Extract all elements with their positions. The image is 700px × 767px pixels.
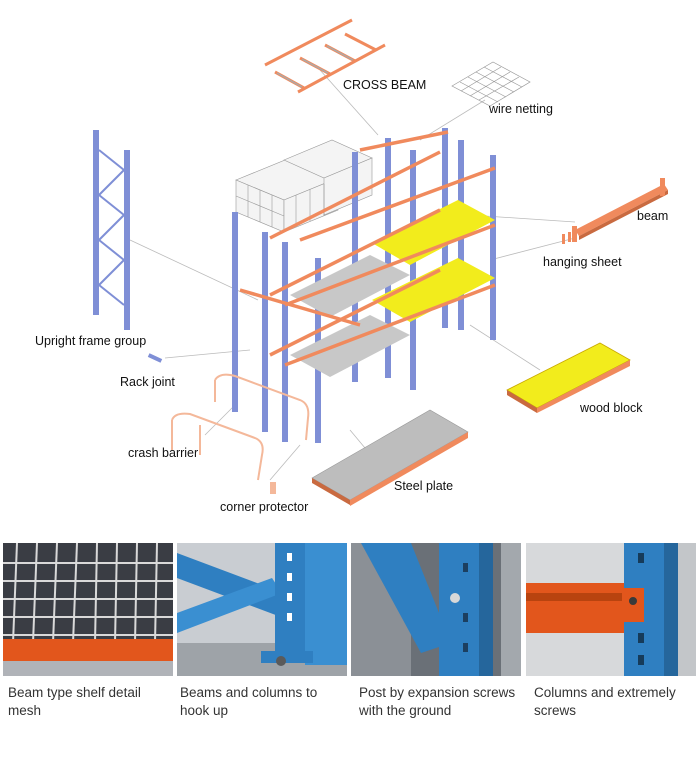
caption-shelf-mesh: Beam type shelf detail mesh: [8, 684, 176, 720]
photo-shelf-mesh: [3, 543, 173, 676]
caption-column-screws: Columns and extremely screws: [534, 684, 700, 720]
label-hanging-sheet: hanging sheet: [543, 255, 622, 269]
corner-protector-part: [270, 482, 276, 494]
photo-beam-column-hook: [177, 543, 347, 676]
photo-expansion-screws: [351, 543, 521, 676]
label-cross-beam: CROSS BEAM: [343, 78, 426, 92]
stacked-boxes: [236, 140, 372, 232]
label-corner-protector: corner protector: [220, 500, 308, 514]
label-upright-frame-group: Upright frame group: [35, 334, 146, 348]
label-wire-netting: wire netting: [489, 102, 553, 116]
label-steel-plate: Steel plate: [394, 479, 453, 493]
photo-column-screws: [526, 543, 696, 676]
label-rack-joint: Rack joint: [120, 375, 175, 389]
caption-expansion-screws: Post by expansion screws with the ground: [359, 684, 527, 720]
label-beam: beam: [637, 209, 668, 223]
label-crash-barrier: crash barrier: [128, 446, 198, 460]
rack-joint-part: [148, 353, 162, 363]
label-wood-block: wood block: [580, 401, 643, 415]
caption-beam-column-hook: Beams and columns to hook up: [180, 684, 348, 720]
upright-frame-part: [93, 130, 130, 330]
hanging-sheet-part: [562, 232, 571, 244]
wire-netting-part: [452, 62, 530, 106]
